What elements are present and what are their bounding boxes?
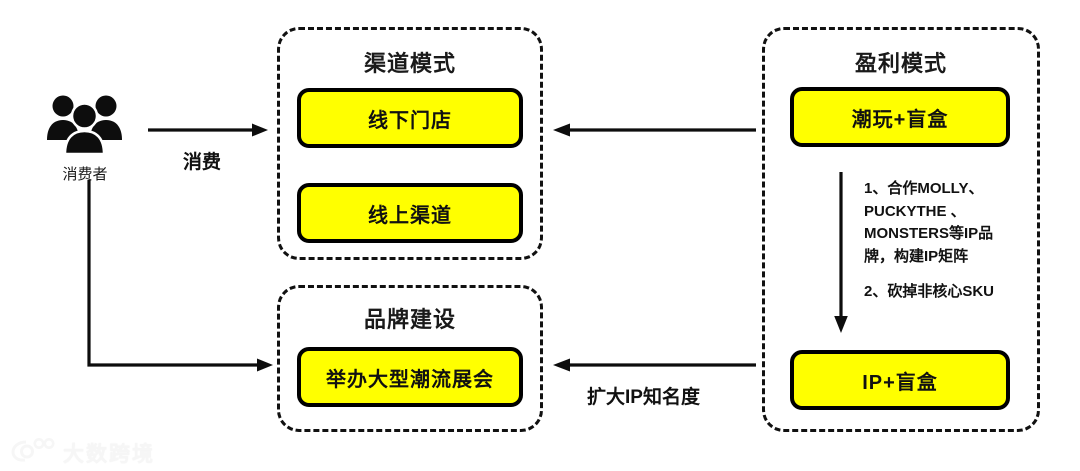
node-toy-blindbox[interactable]: 潮玩+盲盒 [790,87,1010,147]
note-step-1: 1、合作MOLLY、PUCKYTHE 、MONSTERS等IP品牌，构建IP矩阵 [864,180,994,265]
node-ip-blindbox[interactable]: IP+盲盒 [790,350,1010,410]
panel-channel: 渠道模式 [277,27,543,260]
panel-profit-title: 盈利模式 [854,51,947,76]
node-offline-store[interactable]: 线下门店 [297,88,523,148]
panel-profit: 盈利模式 [762,27,1040,432]
watermark-text: 大数跨境 [63,442,155,466]
edge-consume-label: 消费 [183,152,222,173]
edge-expand-ip-label: 扩大IP知名度 [587,387,700,408]
edge-profit-to-channel [553,120,756,140]
watermark: 大数跨境 [10,437,155,468]
panel-channel-title: 渠道模式 [363,51,456,76]
edge-expand-ip [553,355,756,375]
note-step-2: 2、砍掉非核心SKU [864,283,995,300]
panel-brand-title: 品牌建设 [363,307,456,332]
edge-consume [148,120,270,140]
dashu-logo-icon [10,437,56,468]
people-group-icon [45,93,125,156]
edge-consumer-to-brand [80,180,280,375]
node-trend-expo[interactable]: 举办大型潮流展会 [297,347,523,407]
panel-brand: 品牌建设 [277,285,543,432]
node-online-channel[interactable]: 线上渠道 [297,183,523,243]
actor-label: 消费者 [62,166,108,183]
edge-toy-to-ip [830,172,852,334]
